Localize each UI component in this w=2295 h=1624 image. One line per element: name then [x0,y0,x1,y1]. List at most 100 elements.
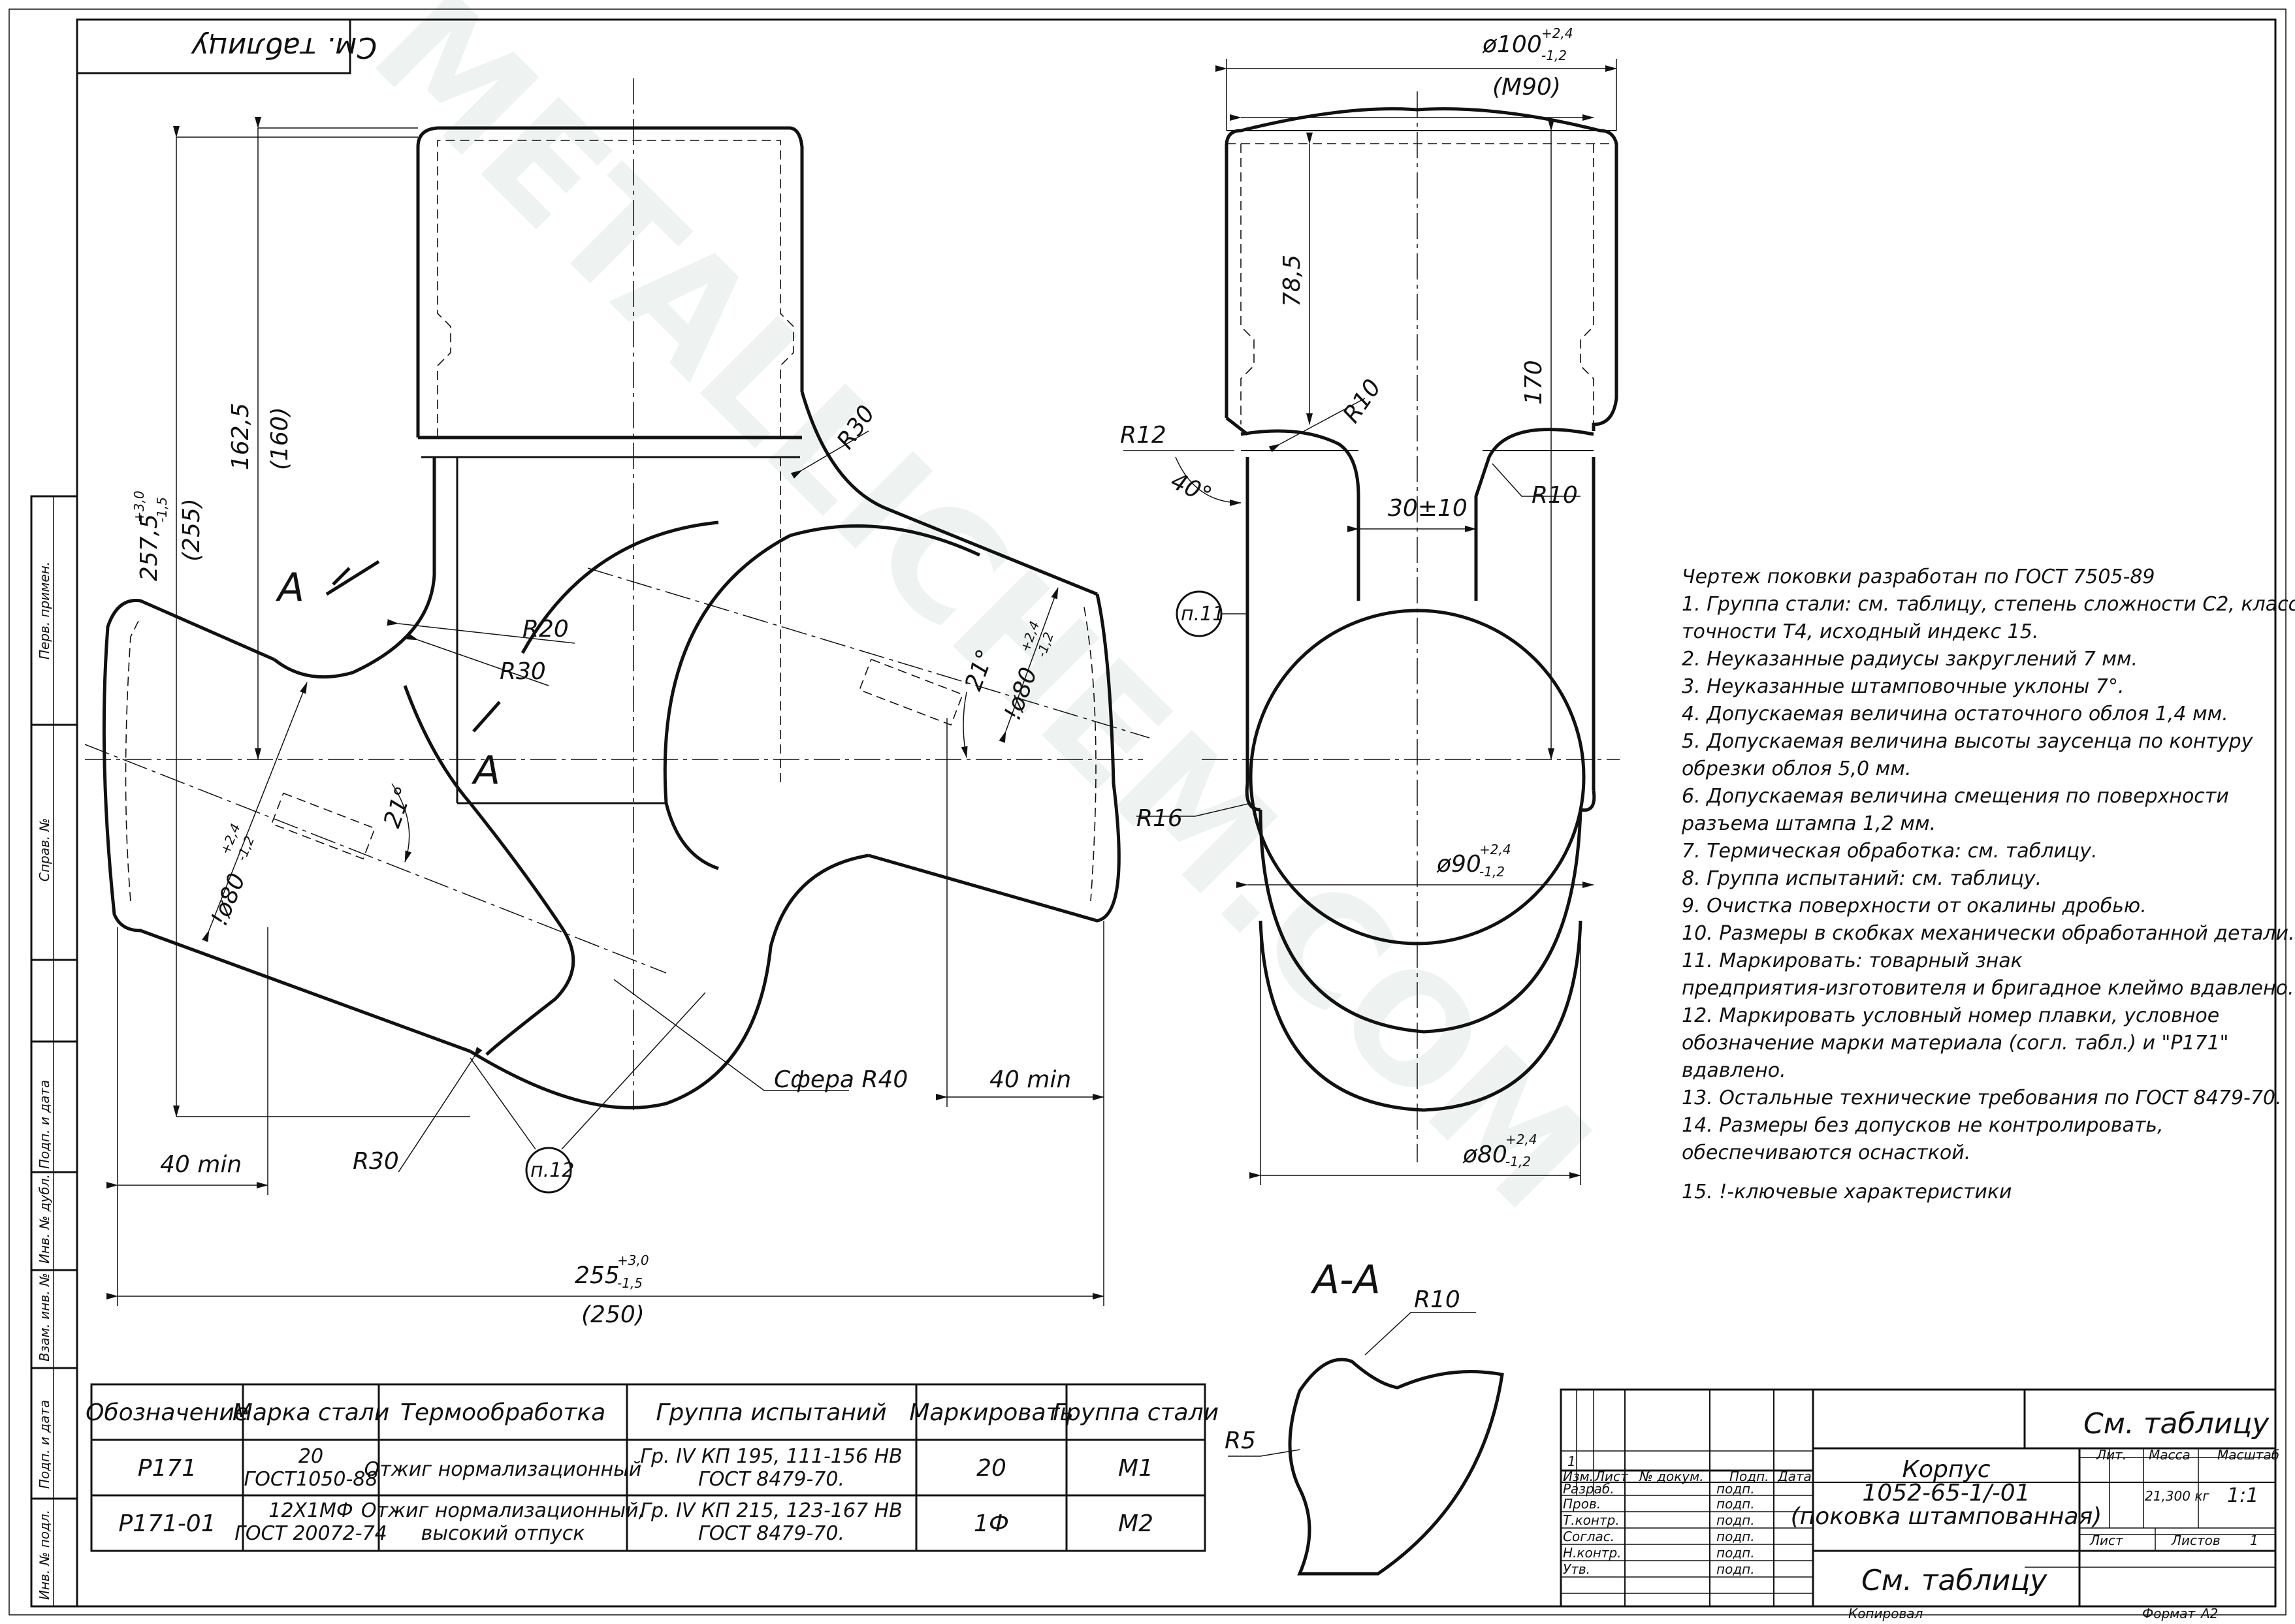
note-line: точности Т4, исходный индекс 15. [1682,620,2038,643]
dim-257-5: 257,5 [136,514,163,581]
dim-78-5: 78,5 [1279,255,1306,307]
table-header: Термообработка [400,1399,605,1426]
note-line: обозначение марки материала (согл. табл.… [1682,1032,2228,1055]
table-cell: М1 [1118,1455,1153,1482]
front-dimensions: 162,5 (160) 257,5 +3,0 -1,5 (255) 255 +3… [106,117,1104,1328]
side-stamp-label: Подп. и дата [37,1400,52,1489]
title-role: Т.контр. [1563,1512,1620,1528]
table-cell: высокий отпуск [421,1522,585,1545]
table-cell: 12Х1МФ [268,1499,353,1522]
table-cell: Отжиг нормализационный [364,1458,642,1481]
title-role: Разраб. [1563,1481,1614,1497]
note-line: 14. Размеры без допусков не контролирова… [1682,1114,2164,1137]
radius-r10-a: R10 [1338,375,1387,428]
table-cell: Р171-01 [118,1510,216,1537]
note-line: 9. Очистка поверхности от окалины дробью… [1682,895,2147,917]
title-mass-label: Масса [2149,1447,2191,1463]
title-col: Изм. [1563,1469,1594,1484]
note-line: 12. Маркировать условный номер плавки, у… [1682,1004,2219,1027]
title-sign: подп. [1716,1529,1755,1544]
title-col: № докум. [1639,1469,1704,1484]
title-scale: 1:1 [2227,1484,2258,1507]
note-line: обеспечиваются оснасткой. [1682,1141,1970,1164]
dim-d90: ø90 [1436,851,1481,878]
side-view [1202,91,1620,1162]
dim-d100: ø100 [1482,31,1542,58]
title-sheets: 1 [2250,1533,2258,1548]
title-format: А2 [2200,1606,2218,1621]
note-line: 4. Допускаемая величина остаточного обло… [1682,703,2228,725]
note-line: предприятия-изготовителя и бригадное кле… [1682,977,2294,1000]
note-line: 15. !-ключевые характеристики [1682,1181,2012,1203]
title-col: Подп. [1729,1469,1769,1484]
dim-255: 255 [575,1262,620,1289]
table-cell: ГОСТ1050-88 [244,1468,378,1491]
table-cell: М2 [1118,1510,1153,1537]
note-line: 1. Группа стали: см. таблицу, степень сл… [1682,593,2295,616]
note-line: 13. Остальные технические требования по … [1682,1087,2282,1109]
radius-r30-bottom: R30 [353,1148,399,1175]
table-header: Группа испытаний [656,1399,886,1426]
dim-d90-upper: +2,4 [1479,842,1511,857]
angle-21-left: 21° [379,783,418,831]
callout-p11: п.11 [1181,603,1225,626]
dim-d100-lower: -1,2 [1541,48,1567,63]
side-stamp-label: Подп. и дата [37,1080,52,1169]
table-header: Группа стали [1053,1399,1219,1426]
radius-r5: R5 [1225,1427,1256,1454]
dim-257-5-upper: +3,0 [131,490,147,522]
title-sign: подп. [1716,1561,1755,1577]
table-header: Обозначение [86,1399,249,1426]
side-stamp-label: Инв. № подл. [37,1510,52,1600]
dim-160: (160) [266,407,293,470]
dim-d90-lower: -1,2 [1479,864,1505,880]
title-format-label: Формат [2142,1606,2196,1621]
radius-r10-b: R10 [1532,482,1578,509]
note-line: обрезки облоя 5,0 мм. [1682,757,1911,780]
title-lit-label: Лит. [2096,1447,2126,1463]
side-stamp-label: Перв. примен. [37,562,52,660]
title-block: См. таблицу Корпус 1052-65-1/-01 (поковк… [1560,1388,2279,1621]
title-name-line: Корпус [1902,1456,1990,1483]
dim-40-min-right: 40 min [989,1066,1071,1093]
dim-d80-bottom-upper: +2,4 [1505,1132,1537,1147]
section-label: А-А [1310,1257,1381,1303]
side-stamp-label: Взам. инв. № [37,1273,52,1361]
title-col: Дата [1777,1469,1812,1484]
title-sign: подп. [1716,1512,1755,1528]
table-cell: Гр. IV КП 195, 111-156 НВ [640,1445,902,1468]
radius-r16: R16 [1136,805,1183,832]
title-role: Н.контр. [1563,1545,1622,1561]
material-table: Обозначение Марка стали Термообработка Г… [86,1383,1219,1552]
dim-d80-bottom-lower: -1,2 [1505,1154,1531,1170]
note-line: 10. Размеры в скобках механически обрабо… [1682,922,2295,945]
note-line: 5. Допускаемая величина высоты заусенца … [1682,730,2254,753]
side-stamp: Перв. примен. Справ. № Подп. и дата Инв.… [30,495,78,1608]
title-role: Пров. [1563,1496,1601,1512]
title-sign: подп. [1716,1481,1755,1497]
dim-255-vert: (255) [178,498,205,562]
dim-250: (250) [581,1301,645,1328]
title-role: Соглас. [1563,1529,1614,1544]
note-line: 11. Маркировать: товарный знак [1682,949,2023,972]
title-name-line: (поковка штампованная) [1791,1503,2102,1530]
dim-257-5-lower: -1,5 [154,497,170,522]
title-sheets-label: Листов [2171,1533,2221,1548]
note-line: вдавлено. [1682,1059,1786,1082]
side-stamp-label: Инв. № дубл. [37,1174,52,1264]
radius-r10-section: R10 [1414,1286,1460,1313]
table-cell: 20 [298,1445,323,1468]
radius-r12: R12 [1120,422,1166,449]
title-col: Лист [1594,1469,1629,1484]
dim-left-d80: !ø80 [206,870,251,930]
title-role: Утв. [1563,1561,1590,1577]
title-mass: 21,300 кг [2145,1488,2209,1504]
title-sign: подп. [1716,1545,1755,1561]
corner-note-box: См. таблицу [76,18,377,74]
angle-40: 40° [1166,468,1215,509]
dim-m90: (M90) [1492,74,1561,101]
section-a-a: А-А R10 R5 [1225,1257,1504,1576]
note-line: 7. Термическая обработка: см. таблицу. [1682,840,2098,863]
dim-30-10: 30±10 [1388,495,1468,522]
title-scale-label: Масштаб [2217,1447,2279,1463]
